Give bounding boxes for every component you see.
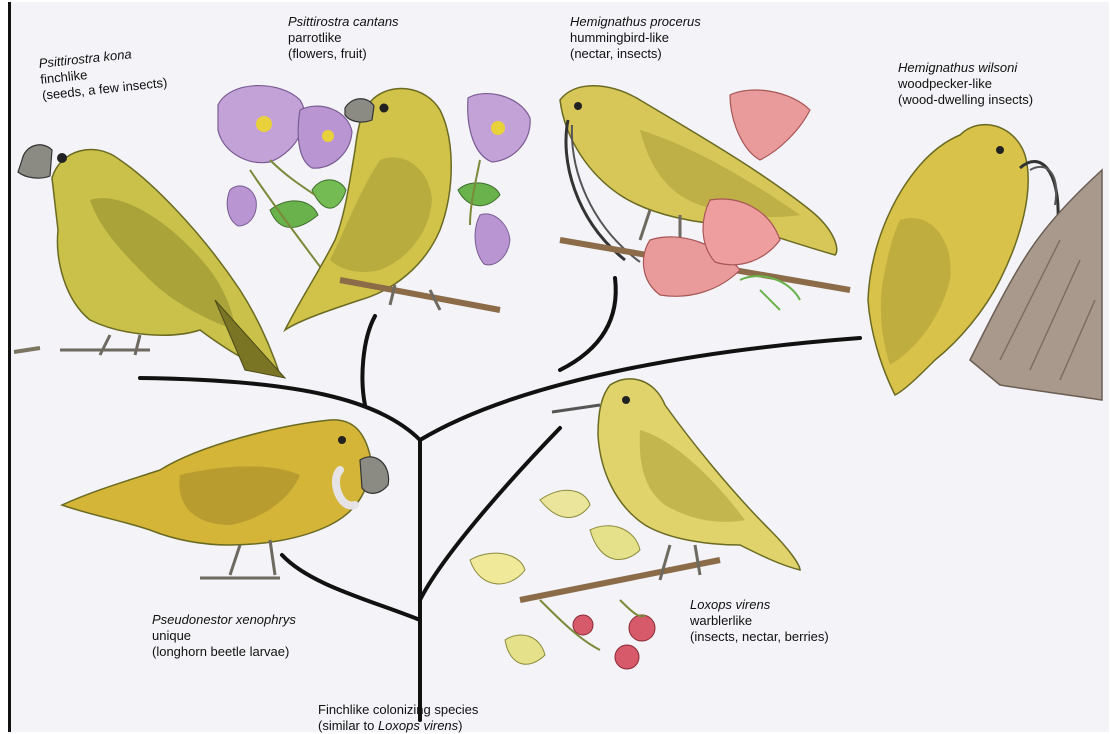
species-diet: (nectar, insects) xyxy=(570,46,701,62)
label-hemignathus-procerus: Hemignathus procerus hummingbird-like (n… xyxy=(570,14,701,62)
ancestor-similar: (similar to Loxops virens) xyxy=(318,718,478,734)
label-ancestor: Finchlike colonizing species (similar to… xyxy=(318,702,478,734)
species-name: Hemignathus wilsoni xyxy=(898,60,1033,76)
bird-loxops-virens xyxy=(520,379,800,600)
branch-to-xenophrys xyxy=(282,555,420,620)
label-psittirostra-cantans: Psittirostra cantans parrotlike (flowers… xyxy=(288,14,399,62)
species-type: unique xyxy=(152,628,296,644)
label-pseudonestor-xenophrys: Pseudonestor xenophrys unique (longhorn … xyxy=(152,612,296,660)
species-type: warblerlike xyxy=(690,613,829,629)
label-loxops-virens: Loxops virens warblerlike (insects, nect… xyxy=(690,597,829,645)
species-name: Pseudonestor xenophrys xyxy=(152,612,296,628)
branch-to-procerus xyxy=(560,278,616,370)
species-name: Psittirostra cantans xyxy=(288,14,399,30)
ancestor-prefix: (similar to xyxy=(318,718,378,733)
label-hemignathus-wilsoni: Hemignathus wilsoni woodpecker-like (woo… xyxy=(898,60,1033,108)
species-name: Loxops virens xyxy=(690,597,829,613)
species-type: woodpecker-like xyxy=(898,76,1033,92)
species-type: parrotlike xyxy=(288,30,399,46)
ancestor-species: Loxops virens xyxy=(378,718,458,733)
species-type: hummingbird-like xyxy=(570,30,701,46)
bird-pseudonestor-xenophrys xyxy=(62,420,389,578)
species-diet: (flowers, fruit) xyxy=(288,46,399,62)
species-name: Hemignathus procerus xyxy=(570,14,701,30)
species-diet: (longhorn beetle larvae) xyxy=(152,644,296,660)
ancestor-description: Finchlike colonizing species xyxy=(318,702,478,718)
species-diet: (insects, nectar, berries) xyxy=(690,629,829,645)
species-diet: (wood-dwelling insects) xyxy=(898,92,1033,108)
bird-psittirostra-kona xyxy=(14,145,285,378)
branch-to-cantans xyxy=(362,316,375,405)
ancestor-suffix: ) xyxy=(458,718,462,733)
